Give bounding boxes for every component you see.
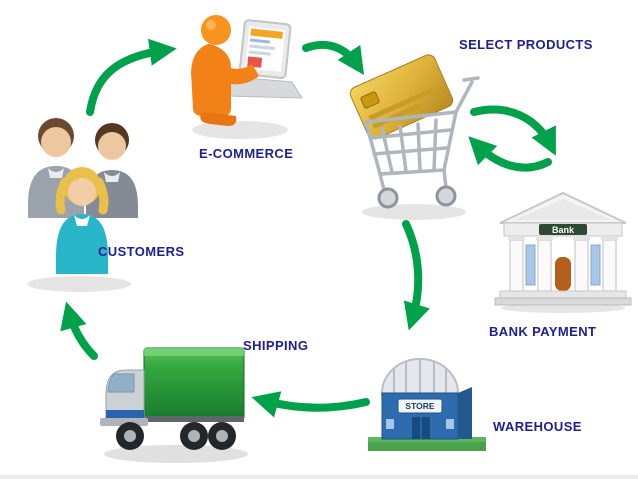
select-products-label: SELECT PRODUCTS <box>459 37 593 52</box>
bank-payment-node: Bank <box>492 183 634 313</box>
arrow-customers-to-ecommerce <box>86 38 177 116</box>
bank-payment-label: BANK PAYMENT <box>489 324 597 339</box>
select-products-node <box>348 38 480 223</box>
warehouse-node: STORE <box>368 333 486 459</box>
shipping-label: SHIPPING <box>243 338 309 353</box>
arrow-warehouse-to-truck <box>251 391 370 418</box>
bank-building-icon: Bank <box>494 191 632 313</box>
arrow-truck-to-customers <box>60 301 98 360</box>
customers-group-icon <box>27 118 138 292</box>
arrow-ecommerce-to-cart <box>302 40 365 76</box>
warehouse-label: WAREHOUSE <box>493 419 582 434</box>
shipping-node <box>90 332 262 470</box>
shopping-cart-credit-card-icon <box>349 54 480 220</box>
arrow-cart-to-bank <box>470 105 556 156</box>
delivery-truck-icon <box>100 347 248 463</box>
store-sign-text: STORE <box>405 401 434 411</box>
arrow-cart-to-warehouse <box>402 220 430 331</box>
bank-sign-text: Bank <box>552 225 575 235</box>
person-laptop-icon <box>191 15 303 139</box>
arrow-bank-to-cart <box>468 136 552 172</box>
ecommerce-node <box>182 2 307 142</box>
customers-label: CUSTOMERS <box>98 244 185 259</box>
credit-card-icon <box>349 54 454 140</box>
store-sign <box>397 398 443 414</box>
ecommerce-label: E-COMMERCE <box>199 146 294 161</box>
bank-sign <box>539 224 587 235</box>
warehouse-store-icon: STORE <box>368 358 486 451</box>
customers-node <box>14 102 152 294</box>
